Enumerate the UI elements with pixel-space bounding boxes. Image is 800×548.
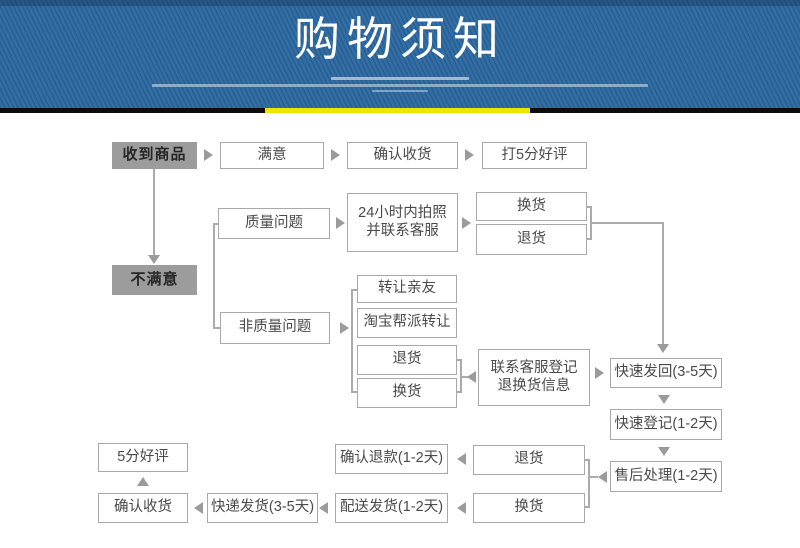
arrow-left-icon [194, 502, 203, 514]
flow-node-unsatisfied: 不满意 [112, 265, 197, 295]
node-label: 快速发回(3-5天) [614, 364, 718, 381]
flow-node-fast-register: 快速登记(1-2天) [610, 409, 722, 440]
connector-line [588, 459, 590, 508]
flow-node-confirm-receipt-bottom: 确认收货 [98, 493, 188, 523]
flow-node-quality-problem: 质量问题 [218, 208, 330, 239]
node-label: 确认收货 [114, 499, 172, 516]
arrow-left-icon [457, 502, 466, 514]
flow-node-fast-sendback: 快速发回(3-5天) [610, 358, 722, 388]
page-title: 购物须知 [294, 13, 506, 65]
node-label-line2: 并联系客服 [366, 222, 439, 239]
node-label-line1: 联系客服登记 [490, 359, 578, 376]
connector-line [461, 376, 468, 378]
decorative-text-line [372, 90, 428, 92]
connector-line [351, 289, 353, 393]
flow-node-satisfied: 满意 [220, 142, 324, 169]
arrow-right-icon [340, 322, 349, 334]
flow-node-taobao-transfer: 淘宝帮派转让 [357, 308, 457, 338]
flow-node-confirm-refund: 确认退款(1-2天) [335, 444, 448, 474]
flow-node-non-quality-problem: 非质量问题 [220, 312, 330, 344]
node-label: 退货 [517, 230, 546, 247]
connector-line [457, 359, 461, 361]
node-label: 满意 [257, 146, 287, 163]
connector-line [457, 391, 461, 393]
decorative-text-line [152, 84, 648, 87]
node-label: 退货 [392, 351, 422, 368]
arrow-left-icon [457, 453, 466, 465]
flow-node-dispatch-ship: 配送发货(1-2天) [335, 493, 448, 523]
flow-node-give-5-star: 打5分好评 [482, 142, 587, 169]
arrow-down-icon [658, 395, 670, 404]
node-label: 联系客服登记 退换货信息 [491, 360, 578, 395]
node-label: 快速登记(1-2天) [614, 415, 718, 432]
node-label: 24小时内拍照 并联系客服 [358, 205, 447, 240]
arrow-right-icon [336, 217, 345, 229]
flow-node-received-goods: 收到商品 [112, 142, 197, 169]
connector-line [351, 289, 357, 291]
flow-node-confirm-receipt-top: 确认收货 [347, 142, 458, 169]
node-label: 转让亲友 [378, 280, 436, 297]
flow-node-express-ship: 快递发货(3-5天) [207, 493, 318, 523]
node-label: 配送发货(1-2天) [339, 499, 444, 516]
arrow-left-icon [598, 471, 607, 483]
node-label: 质量问题 [245, 214, 303, 231]
node-label: 不满意 [130, 270, 179, 288]
flow-node-photo-contact-service: 24小时内拍照 并联系客服 [347, 193, 458, 252]
arrow-right-icon [465, 149, 474, 161]
flow-node-return-q: 退货 [476, 224, 587, 255]
node-label: 淘宝帮派转让 [363, 314, 451, 331]
flow-node-exchange-q: 换货 [476, 192, 587, 221]
node-label-line1: 24小时内拍照 [358, 204, 447, 221]
connector-line [587, 206, 591, 208]
node-label: 确认收货 [373, 146, 432, 163]
node-label: 售后处理(1-2天) [614, 467, 718, 484]
flow-node-contact-register-info: 联系客服登记 退换货信息 [478, 349, 590, 406]
node-label: 退货 [514, 451, 544, 468]
connector-line [662, 222, 664, 344]
node-label: 换货 [392, 384, 422, 401]
arrow-right-icon [204, 149, 213, 161]
flow-node-5star-review: 5分好评 [98, 443, 188, 472]
node-label-line2: 退换货信息 [497, 377, 571, 394]
connector-line [587, 238, 591, 240]
arrow-down-icon [657, 344, 669, 353]
arrow-right-icon [462, 217, 471, 229]
connector-line [589, 476, 598, 478]
flow-node-return-nq: 退货 [357, 345, 457, 375]
arrow-up-icon [137, 477, 149, 486]
connector-line [591, 222, 664, 224]
node-label: 打5分好评 [501, 146, 568, 163]
header-divider-bar [0, 108, 800, 113]
connector-line [213, 327, 220, 329]
arrow-left-icon [319, 502, 328, 514]
flow-node-exchange-final: 换货 [473, 493, 585, 523]
node-label: 换货 [514, 499, 544, 516]
connector-line [213, 223, 215, 329]
arrow-right-icon [595, 367, 604, 379]
connector-line [585, 459, 589, 461]
node-label: 确认退款(1-2天) [339, 450, 444, 467]
decorative-text-line [331, 77, 469, 80]
flow-node-aftersale-handle: 售后处理(1-2天) [610, 461, 722, 492]
connector-line [213, 223, 219, 225]
header-top-strip [0, 0, 800, 6]
node-label: 收到商品 [122, 146, 187, 164]
node-label: 快递发货(3-5天) [210, 499, 315, 516]
flow-node-return-final: 退货 [473, 445, 585, 475]
connector-line [351, 391, 357, 393]
arrow-right-icon [331, 149, 340, 161]
header-accent-bar [265, 108, 530, 113]
header-banner: 购物须知 [0, 0, 800, 108]
node-label: 5分好评 [117, 448, 169, 465]
connector-line [585, 506, 589, 508]
connector-line [153, 169, 155, 256]
node-label: 非质量问题 [238, 319, 312, 336]
arrow-down-icon [658, 447, 670, 456]
arrow-left-icon [467, 371, 476, 383]
arrow-down-icon [148, 255, 160, 264]
node-label: 换货 [517, 197, 546, 214]
flow-node-give-to-friends: 转让亲友 [357, 275, 457, 303]
flow-node-exchange-nq: 换货 [357, 378, 457, 408]
